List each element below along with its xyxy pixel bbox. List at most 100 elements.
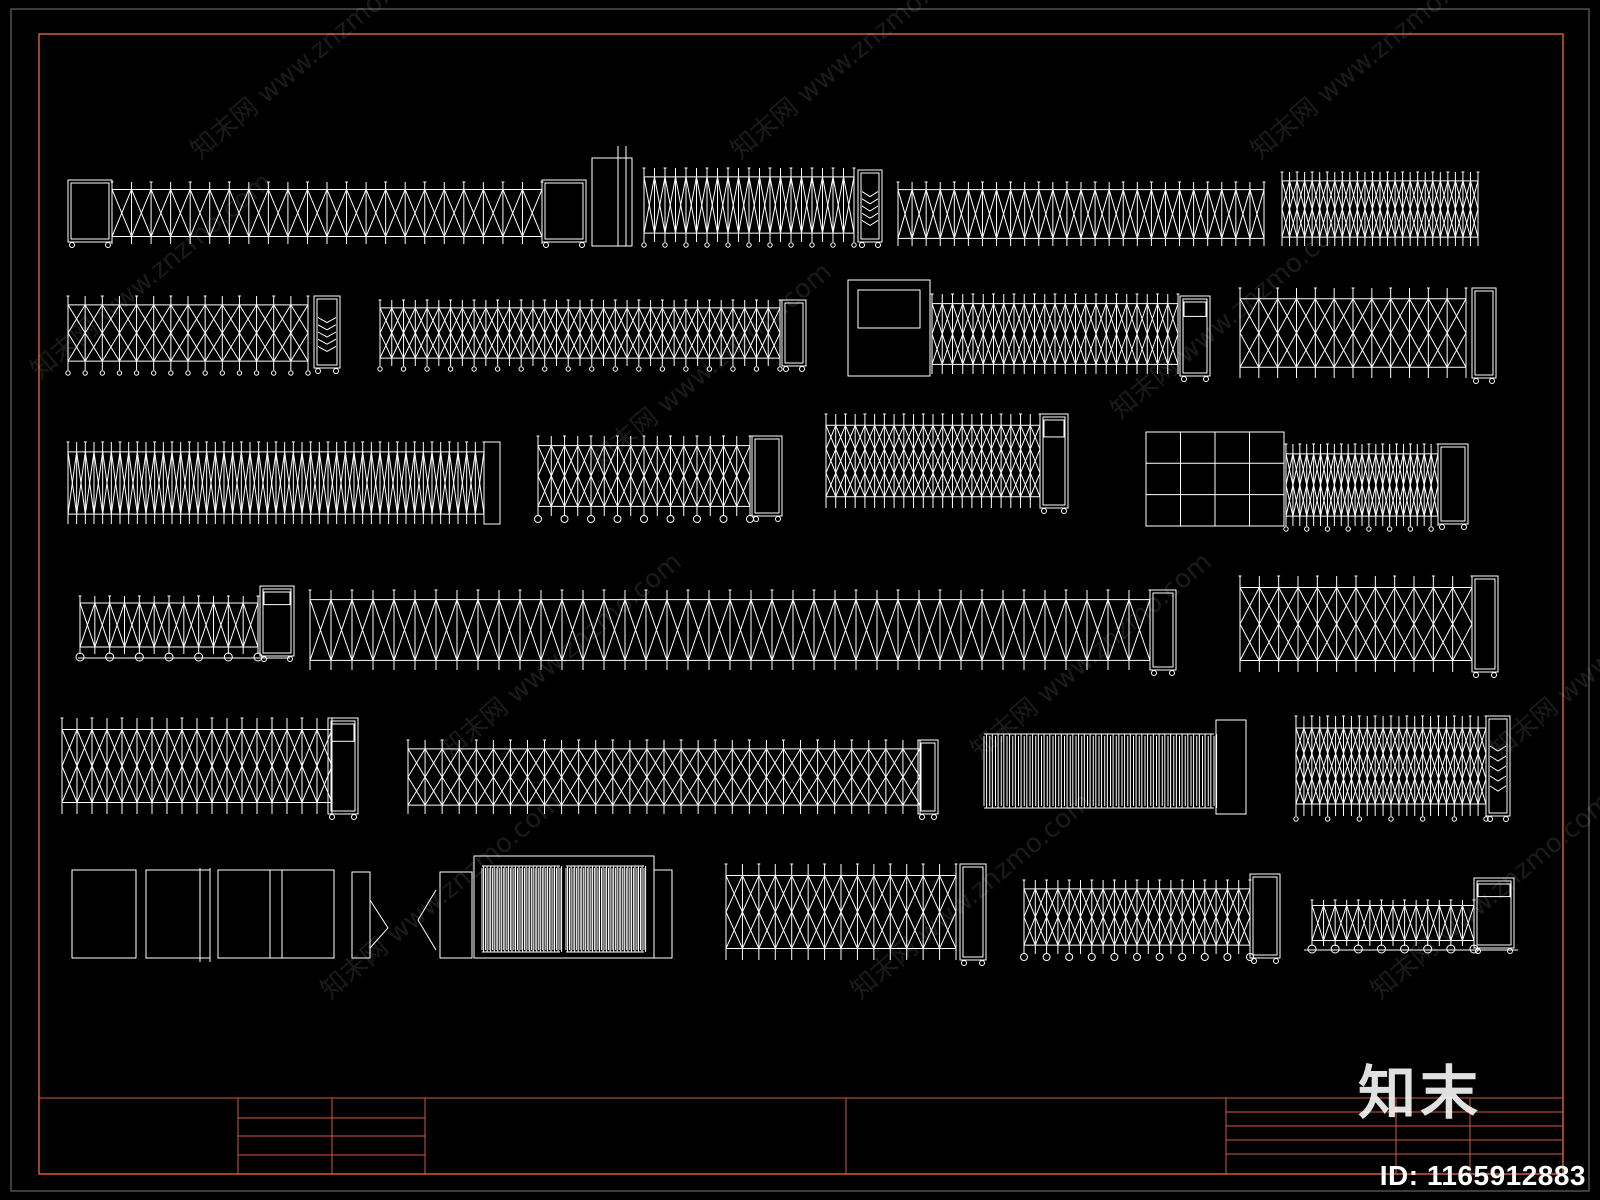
lattice-link <box>1323 905 1336 941</box>
lattice-link <box>458 748 477 778</box>
lattice-link <box>897 189 913 239</box>
lattice-link <box>330 599 353 661</box>
lattice-link <box>286 765 303 803</box>
gate-wheel <box>1087 953 1096 961</box>
lattice-link <box>91 765 108 803</box>
lattice-link <box>1374 727 1384 754</box>
lattice-link <box>1215 888 1228 918</box>
lattice-link <box>1105 303 1117 335</box>
lattice-link <box>196 729 213 767</box>
scissor-gate <box>1283 443 1440 532</box>
lattice-link <box>492 776 511 806</box>
lattice-link <box>474 451 485 515</box>
lattice-link <box>240 451 251 515</box>
lattice-link <box>119 332 137 362</box>
lattice-link <box>309 599 332 661</box>
lattice-link <box>972 333 984 365</box>
lattice-link <box>1427 298 1448 334</box>
turnstile-arm <box>369 899 389 949</box>
lattice-link <box>617 445 632 477</box>
lattice-link <box>256 765 273 803</box>
post-wheel <box>1489 378 1495 384</box>
lattice-link <box>1193 888 1206 918</box>
post-body <box>1437 443 1469 525</box>
gate-wheel <box>666 515 675 523</box>
lattice-link <box>154 451 164 515</box>
gate-wheel <box>613 515 622 523</box>
lattice-link <box>1235 189 1251 239</box>
lattice-link <box>971 472 983 497</box>
guard-booth <box>847 279 931 377</box>
lattice-link <box>145 451 156 515</box>
gate-post <box>1249 873 1281 964</box>
lattice-link <box>1327 778 1337 805</box>
post-wheel <box>799 366 805 372</box>
lattice-link <box>750 599 773 661</box>
gate-wheel <box>253 652 263 662</box>
lattice-link <box>1297 623 1318 661</box>
scissor-gate <box>60 717 334 814</box>
lattice-link <box>675 176 687 234</box>
lattice-link <box>1207 189 1223 239</box>
sliding-panel <box>71 869 137 959</box>
lattice-link <box>981 189 998 239</box>
lattice-link <box>680 748 699 778</box>
lattice-link <box>981 448 992 474</box>
lattice-link <box>76 451 86 515</box>
gate-wheel <box>706 366 713 372</box>
lattice-link <box>1157 333 1169 365</box>
lattice-link <box>685 332 699 359</box>
lattice-link <box>1128 599 1151 661</box>
lattice-link <box>1136 888 1149 918</box>
lattice-link <box>1179 189 1195 239</box>
lattice-link <box>591 307 604 334</box>
lattice-link <box>93 451 104 515</box>
lattice-link <box>1295 727 1305 754</box>
lattice-link <box>971 425 983 450</box>
lattice-link <box>249 451 260 515</box>
scissor-gate <box>641 167 857 248</box>
gate-wheel <box>719 515 728 523</box>
lattice-link <box>527 776 545 806</box>
lattice-link <box>683 475 698 507</box>
lattice-link <box>1299 453 1308 486</box>
lattice-link <box>1343 753 1352 779</box>
post-wheel <box>1439 524 1445 530</box>
chevron-mark <box>861 191 879 198</box>
lattice-link <box>1126 333 1138 365</box>
lattice-link <box>1382 778 1392 805</box>
gate-wheel <box>542 366 548 372</box>
lattice-link <box>1064 333 1076 365</box>
lattice-link <box>982 333 994 365</box>
lattice-link <box>1080 189 1096 239</box>
lattice-link <box>1336 623 1357 661</box>
lattice-link <box>774 875 793 913</box>
post-inner <box>1488 718 1508 814</box>
lattice-link <box>267 189 289 237</box>
gate-wheel <box>65 370 71 376</box>
lattice-link <box>931 333 943 365</box>
lattice-link <box>438 332 452 359</box>
lattice-link <box>1304 208 1313 238</box>
lattice-link <box>441 748 460 778</box>
lattice-link <box>1102 916 1115 946</box>
lattice-link <box>868 748 887 778</box>
gate-post <box>781 299 807 372</box>
lattice-link <box>824 875 842 913</box>
lattice-link <box>1396 453 1404 486</box>
lattice-link <box>577 475 592 507</box>
lattice-link <box>509 776 528 806</box>
lattice-link <box>1002 599 1025 661</box>
gate-wheel <box>767 242 773 248</box>
lattice-link <box>1319 753 1329 779</box>
lattice-link <box>990 448 1002 474</box>
lattice-link <box>673 307 687 334</box>
gate-wheel <box>830 242 836 248</box>
lattice-link <box>1068 916 1081 946</box>
lattice-link <box>1340 453 1349 486</box>
lattice-link <box>922 875 941 913</box>
post-wheel <box>1503 816 1509 822</box>
lattice-link <box>744 307 757 334</box>
lattice-link <box>1469 208 1479 238</box>
lattice-link <box>1374 587 1396 625</box>
